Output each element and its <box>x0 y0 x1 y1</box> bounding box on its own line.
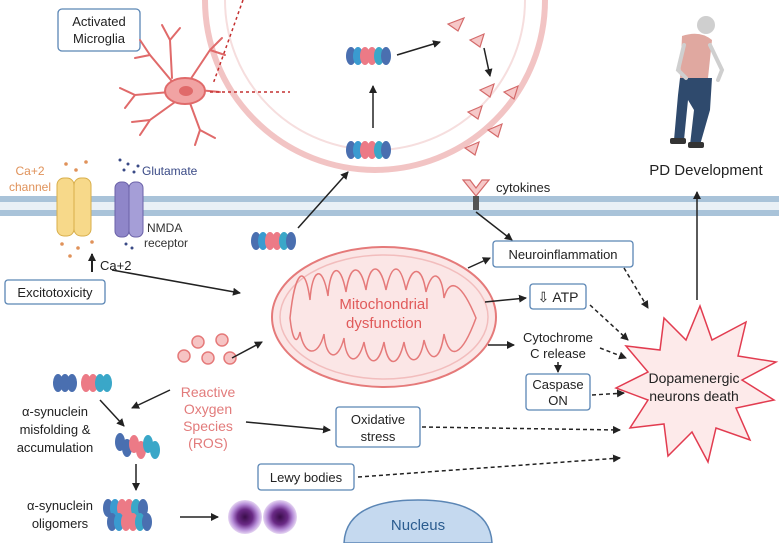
glutamate-label: Glutamate <box>142 164 198 178</box>
ca-channel-label: Ca+2 <box>15 164 44 178</box>
neuroinflammation-label: Neuroinflammation <box>508 247 617 262</box>
cytokine-triangles <box>446 16 519 156</box>
asyn-monomers-icon <box>53 374 112 392</box>
asyn-oligomers-icon <box>103 499 152 531</box>
activated-microglia-label: Activated <box>72 14 125 29</box>
protein-top-2 <box>346 141 391 159</box>
nucleus-label: Nucleus <box>391 517 445 534</box>
ros-label: Reactive <box>181 384 236 400</box>
pd-patient-figure <box>670 16 725 148</box>
lewy-bodies-box <box>257 463 355 491</box>
pd-development-label: PD Development <box>649 162 763 179</box>
nmda-receptor-icon <box>114 158 144 250</box>
dopaminergic-burst-shape <box>614 303 779 465</box>
cytochrome-label-2: C release <box>530 346 586 361</box>
cytokines-label: cytokines <box>496 180 551 195</box>
mitochondrion-icon <box>271 246 497 388</box>
ros-circles-icon <box>177 333 237 365</box>
lewy-bodies-icon <box>228 500 297 534</box>
oxidative-label: Oxidative <box>351 412 405 427</box>
dopaminergic-label: Dopamenergic <box>648 370 739 386</box>
cell-membrane <box>0 196 779 216</box>
mito-label-2: dysfunction <box>346 315 422 332</box>
oxidative-stress-box <box>335 406 421 448</box>
asyn-misfold-label-2: misfolding & <box>20 422 91 437</box>
protein-membrane <box>251 232 296 250</box>
asyn-misfold-label: α-synuclein <box>22 404 88 419</box>
asyn-misfold-label-3: accumulation <box>17 440 94 455</box>
nucleus-shape <box>343 499 493 543</box>
activated-microglia-label-2: Microglia <box>73 31 126 46</box>
ros-label-2: Oxygen <box>184 401 232 417</box>
nmda-label-2: receptor <box>144 236 188 250</box>
neuroinflammation-box <box>492 240 634 268</box>
dopaminergic-label-2: neurons death <box>649 388 739 404</box>
atp-box <box>529 283 587 310</box>
asyn-misfolded-icon <box>115 433 160 459</box>
oxidative-label-2: stress <box>361 429 396 444</box>
mito-label: Mitochondrial <box>339 296 428 313</box>
lewy-bodies-label: Lewy bodies <box>270 470 343 485</box>
caspase-label: Caspase <box>532 377 583 392</box>
atp-label: ⇩ ATP <box>537 289 578 305</box>
asyn-oligomers-label-2: oligomers <box>32 516 89 531</box>
microglia-dashed-line-2 <box>212 0 244 85</box>
caspase-box <box>525 373 591 411</box>
excitotoxicity-label: Excitotoxicity <box>17 285 93 300</box>
caspase-label-2: ON <box>548 393 568 408</box>
activated-microglia-box <box>57 8 141 52</box>
excitotoxicity-box <box>4 279 106 305</box>
nmda-label: NMDA <box>147 221 182 235</box>
ca-channel-icon <box>56 160 94 258</box>
asyn-oligomers-label: α-synuclein <box>27 498 93 513</box>
ca-channel-label-2: channel <box>9 180 51 194</box>
cytochrome-label: Cytochrome <box>523 330 593 345</box>
protein-top-1 <box>346 47 391 65</box>
ros-label-3: Species <box>183 418 233 434</box>
cytokine-receptor-icon <box>461 179 491 210</box>
microglia-cell-icon <box>119 24 226 146</box>
ca-ion-label: Ca+2 <box>100 258 131 273</box>
ros-label-4: (ROS) <box>188 435 228 451</box>
